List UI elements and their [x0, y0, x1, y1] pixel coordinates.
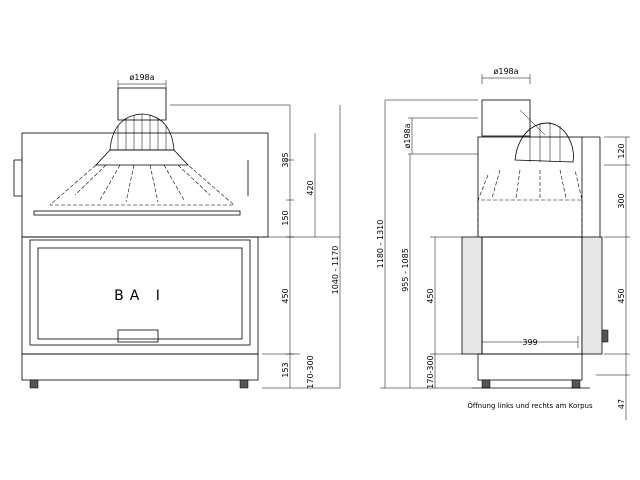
side-opening-note: Öffnung links und rechts am Korpus [467, 401, 593, 410]
side-dim-47: 47 [617, 399, 626, 409]
front-foot-right [239, 379, 249, 389]
side-back-panel [581, 236, 603, 355]
front-dim-150: 150 [281, 210, 290, 225]
front-door-frame [29, 239, 251, 346]
side-dim-300: 300 [617, 193, 626, 208]
front-dim-153: 153 [281, 362, 290, 377]
side-dim-170-300: 170-300 [426, 355, 435, 388]
front-view: BA I ø198a 385 150 420 450 153 170-300 1… [13, 73, 341, 389]
side-dim-955-1085: 955 - 1085 [401, 248, 410, 292]
side-dim-450-right: 450 [617, 288, 626, 303]
front-shelf [33, 210, 241, 216]
front-flue-dim: ø198a [129, 73, 154, 82]
side-base [477, 353, 583, 381]
side-dim-120: 120 [617, 143, 626, 158]
side-dim-450: 450 [426, 288, 435, 303]
side-foot-front [481, 379, 491, 389]
front-door-glass [37, 247, 243, 340]
side-dome [477, 122, 583, 201]
front-base [21, 353, 259, 381]
front-dim-1040-1170: 1040 - 1170 [331, 246, 340, 295]
side-body [481, 236, 583, 355]
side-foot-rear [571, 379, 581, 389]
front-model-label: BA I [114, 288, 166, 304]
front-dim-170-300: 170-300 [306, 355, 315, 388]
front-door-handle [117, 329, 159, 343]
front-dome [49, 113, 235, 206]
side-front-panel [461, 236, 483, 355]
front-dim-385: 385 [281, 152, 290, 167]
front-upper-housing [21, 132, 269, 238]
side-dim-399: 399 [522, 338, 537, 347]
side-view: ø198a ø198a 1180 - 1310 955 - 1085 450 1… [376, 67, 630, 420]
side-back-bracket [601, 329, 609, 343]
side-flue-pipe [481, 99, 531, 137]
front-dim-420: 420 [306, 180, 315, 195]
side-dim-1180-1310: 1180 - 1310 [376, 220, 385, 269]
side-flue-top-dim: ø198a [493, 67, 518, 76]
side-flue-side-dim: ø198a [403, 123, 412, 148]
front-foot-left [29, 379, 39, 389]
front-dim-450: 450 [281, 288, 290, 303]
